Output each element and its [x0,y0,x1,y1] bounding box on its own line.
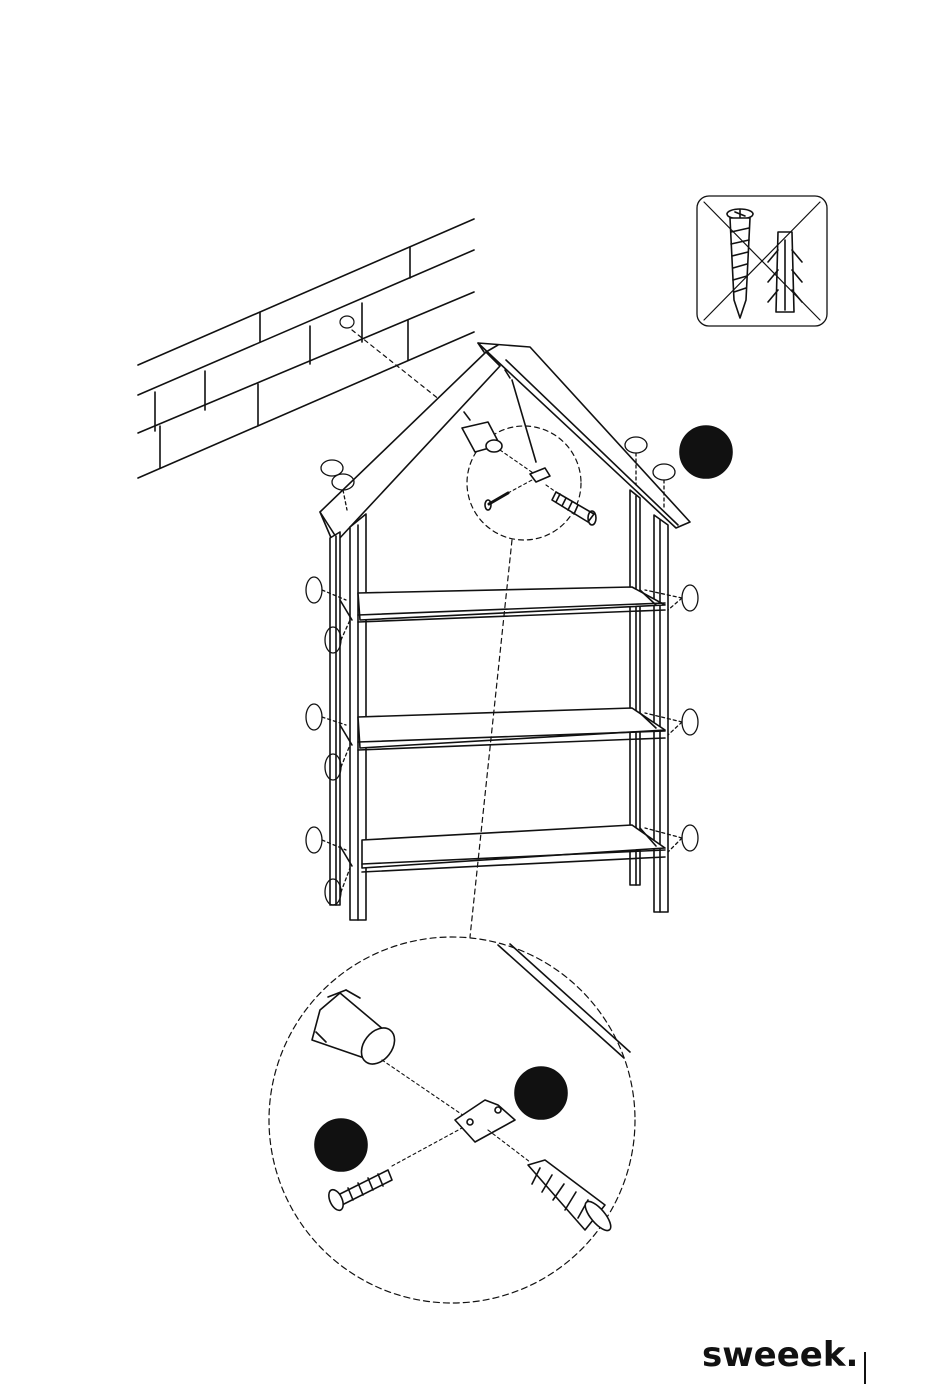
cap-marker [321,460,343,476]
wall-drill-mark [340,316,354,328]
cap-marker [306,577,322,603]
screw-icon [727,209,753,318]
brand-logo: sweeek. [702,1330,858,1380]
large-screw-icon [552,492,596,525]
wall-plug-icon [462,412,502,452]
cap-marker [306,704,322,730]
hardware-notice-box [697,196,827,326]
brand-divider [864,1352,866,1384]
cap-marker [682,709,698,735]
cap-marker [682,585,698,611]
house-shelf [320,343,690,920]
small-screw-icon [326,1170,392,1213]
wall-bracket [530,468,550,482]
step-badge [680,426,732,478]
cap-marker [625,437,647,453]
cap-marker [653,464,675,480]
step-badge [315,1119,367,1171]
wall-bracket [455,1100,515,1142]
wall-plug-icon [312,990,401,1070]
cap-marker [306,827,322,853]
cap-marker [682,825,698,851]
step-badge [515,1067,567,1119]
detail-callout-large [269,937,635,1303]
small-screw-icon [485,493,508,510]
large-screw-icon [528,1160,615,1234]
